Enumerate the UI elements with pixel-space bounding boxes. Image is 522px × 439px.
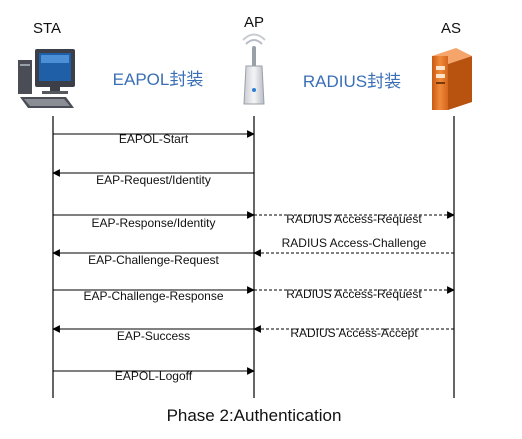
access-point-icon: [242, 33, 266, 105]
message-label-10: RADIUS Access-Accept: [290, 326, 418, 340]
message-label-5: EAP-Challenge-Request: [88, 253, 219, 267]
message-group: EAPOL-StartEAP-Request/IdentityEAP-Respo…: [52, 130, 455, 383]
as-label: AS: [441, 20, 461, 37]
message-label-7: EAP-Challenge-Response: [83, 289, 223, 303]
message-label-3: EAP-Response/Identity: [91, 216, 215, 230]
message-label-6: RADIUS Access-Challenge: [282, 236, 427, 250]
computer-icon: [18, 49, 75, 108]
message-label-11: EAPOL-Logoff: [115, 369, 193, 383]
sta-label: STA: [33, 20, 61, 37]
message-label-9: EAP-Success: [117, 329, 190, 343]
server-icon: [432, 48, 472, 110]
message-label-1: EAPOL-Start: [119, 132, 189, 146]
radius-encapsulation-label: RADIUS封装: [303, 72, 401, 91]
ap-label: AP: [244, 14, 264, 31]
message-label-4: RADIUS Access-Request: [286, 212, 422, 226]
message-label-8: RADIUS Access-Request: [286, 287, 422, 301]
eapol-encapsulation-label: EAPOL封装: [113, 70, 204, 89]
diagram-caption: Phase 2:Authentication: [167, 406, 342, 425]
message-label-2: EAP-Request/Identity: [96, 173, 211, 187]
